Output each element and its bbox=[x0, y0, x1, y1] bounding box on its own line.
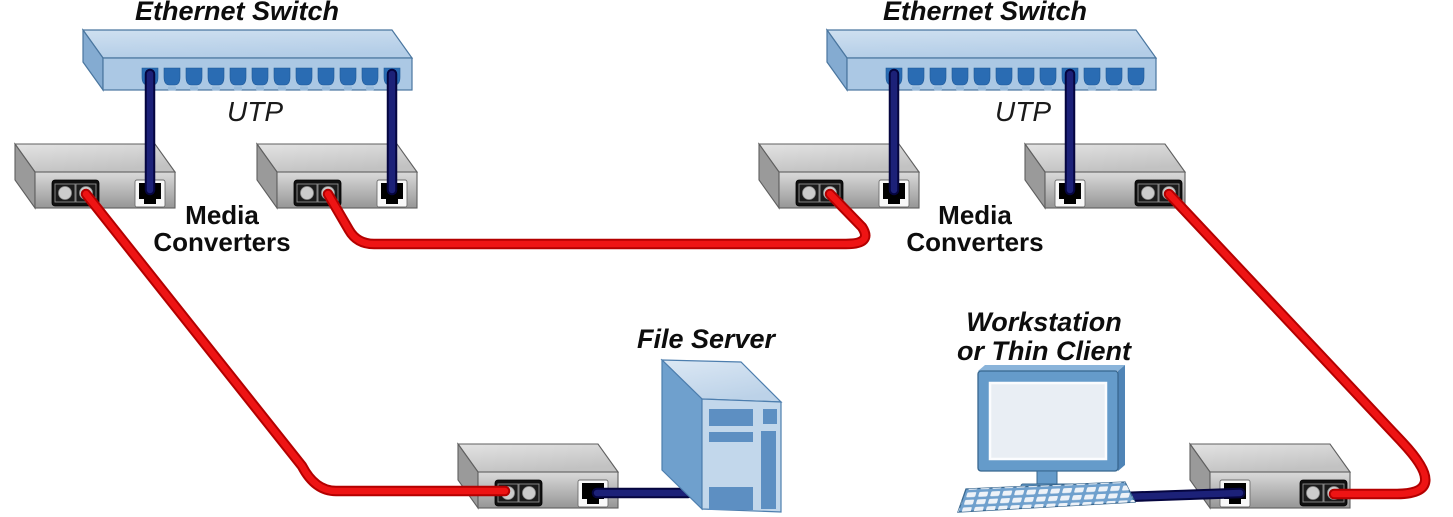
workstation-label-line2: or Thin Client bbox=[957, 336, 1132, 366]
file-server-label: File Server bbox=[637, 324, 777, 354]
workstation-label-line1: Workstation bbox=[966, 307, 1122, 337]
media-converter-top-right-2 bbox=[1025, 144, 1185, 208]
file-server-tower bbox=[660, 358, 783, 513]
left-media-label-line2: Converters bbox=[153, 227, 290, 257]
left-switch-label: Ethernet Switch bbox=[135, 0, 339, 26]
right-media-label-line1: Media bbox=[938, 200, 1012, 230]
right-switch-label: Ethernet Switch bbox=[883, 0, 1087, 26]
utp-cable-workstation bbox=[1124, 493, 1240, 497]
media-converter-file-server bbox=[458, 444, 618, 508]
ethernet-switch-left bbox=[83, 30, 412, 91]
server-drive-bays bbox=[709, 409, 777, 510]
workstation-monitor bbox=[977, 365, 1125, 494]
right-media-label-line2: Converters bbox=[906, 227, 1043, 257]
monitor-screen bbox=[988, 381, 1108, 461]
left-utp-label: UTP bbox=[227, 96, 283, 127]
left-media-label-line1: Media bbox=[185, 200, 259, 230]
workstation-keyboard bbox=[957, 481, 1137, 513]
fiber-cable-left bbox=[86, 194, 505, 491]
right-utp-label: UTP bbox=[995, 96, 1051, 127]
ethernet-switch-right bbox=[827, 30, 1156, 91]
